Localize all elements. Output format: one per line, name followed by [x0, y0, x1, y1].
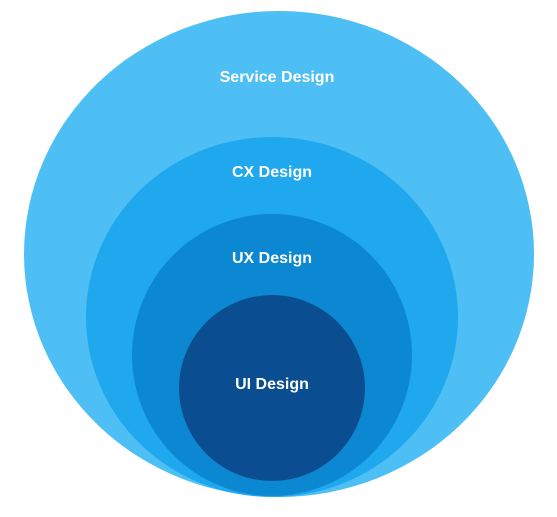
service-design-label: Service Design	[220, 69, 335, 86]
ux-design-label: UX Design	[232, 250, 312, 267]
ui-design-label: UI Design	[235, 376, 309, 393]
cx-design-label: CX Design	[232, 164, 312, 181]
ring-ui-design	[179, 295, 365, 481]
